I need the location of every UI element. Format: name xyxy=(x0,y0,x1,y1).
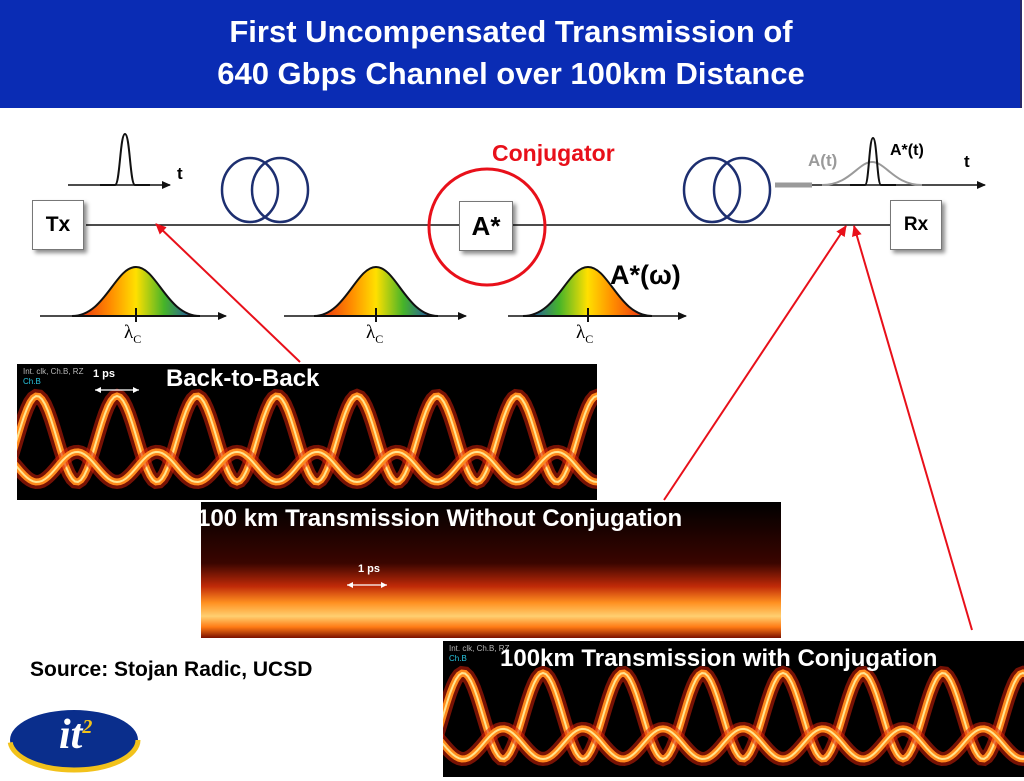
center-wavelength-label-2: λC xyxy=(366,322,384,346)
title-bar: First Uncompensated Transmission of 640 … xyxy=(0,0,1022,108)
tx-label: Tx xyxy=(45,213,71,236)
rx-label: Rx xyxy=(903,214,929,235)
conjugator-label: Conjugator xyxy=(492,140,615,166)
tx-box: Tx xyxy=(32,200,84,250)
output-pulse xyxy=(775,136,986,189)
slide-title-line-2: 640 Gbps Channel over 100km Distance xyxy=(217,56,805,91)
spectrum-2 xyxy=(284,265,467,322)
fiber-coil-2 xyxy=(682,156,772,224)
conjugator-circle xyxy=(427,167,547,287)
rx-box: Rx xyxy=(890,200,942,250)
spectrum-conjugated xyxy=(508,265,687,322)
input-time-axis-label: t xyxy=(177,164,183,183)
time-scale-label: 1 ps xyxy=(358,563,381,575)
conjugator-box: A* xyxy=(459,201,513,251)
center-wavelength-label-3: λC xyxy=(576,322,594,346)
input-pulse xyxy=(68,132,171,189)
eye-waveform xyxy=(17,387,597,490)
output-time-axis-label: t xyxy=(964,152,970,171)
it2-logo: it2 xyxy=(4,696,154,776)
slide-title-line-1: First Uncompensated Transmission of xyxy=(229,14,793,49)
flat-waveform xyxy=(201,502,781,638)
eye-trace-without-conjugation: 1 ps xyxy=(201,502,781,638)
back-to-back-title: Back-to-Back xyxy=(166,365,320,392)
eye-waveform xyxy=(443,665,1024,767)
scope-meta: Int. clk, Ch.B, RZ Ch.B xyxy=(449,644,510,663)
logo-text: it2 xyxy=(59,712,93,758)
eye-trace-with-conjugation: Int. clk, Ch.B, RZ Ch.B xyxy=(443,641,1024,777)
spectrum-1 xyxy=(40,265,227,322)
without-conjugation-title: 100 km Transmission Without Conjugation xyxy=(197,505,683,532)
conjugated-spectrum-label: A*(ω) xyxy=(610,260,681,290)
time-scale-label: 1 ps xyxy=(93,368,116,380)
input-pulse-label: A(t) xyxy=(808,151,838,170)
eye-trace-back-to-back: Int. clk, Ch.B, RZ Ch.B 1 ps xyxy=(17,364,597,500)
center-wavelength-label-1: λC xyxy=(124,322,142,346)
fiber-coil-1 xyxy=(220,156,310,224)
output-pulse-label: A*(t) xyxy=(890,142,924,159)
logo-graphic xyxy=(7,707,141,773)
scope-meta: Int. clk, Ch.B, RZ Ch.B xyxy=(23,367,84,386)
source-credit: Source: Stojan Radic, UCSD xyxy=(30,658,313,681)
conjugator-box-label: A* xyxy=(471,210,501,241)
with-conjugation-title: 100km Transmission with Conjugation xyxy=(500,645,938,672)
pointer-arrows xyxy=(155,223,973,631)
